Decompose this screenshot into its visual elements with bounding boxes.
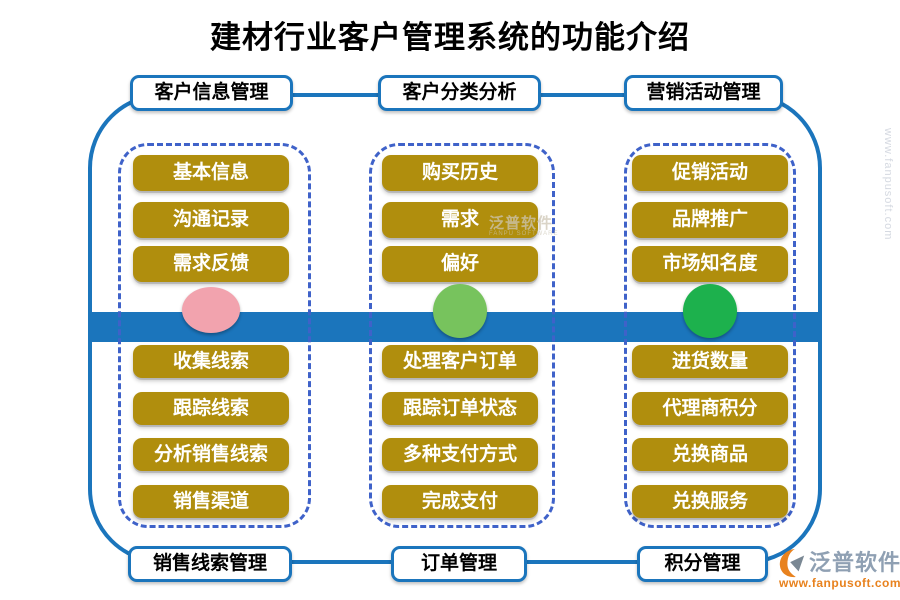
- feature-pill: 进货数量: [632, 345, 788, 378]
- top-label-customer-classification: 客户分类分析: [378, 75, 541, 111]
- feature-pill: 购买历史: [382, 155, 538, 191]
- bottom-label-sales-leads: 销售线索管理: [128, 546, 292, 582]
- feature-pill: 处理客户订单: [382, 345, 538, 378]
- feature-pill: 需求反馈: [133, 246, 289, 282]
- feature-pill: 促销活动: [632, 155, 788, 191]
- feature-pill: 多种支付方式: [382, 438, 538, 471]
- feature-pill: 兑换服务: [632, 485, 788, 518]
- side-watermark: www.fanpusoft.com: [882, 128, 894, 241]
- feature-pill: 完成支付: [382, 485, 538, 518]
- feature-pill: 收集线索: [133, 345, 289, 378]
- bottom-label-points: 积分管理: [637, 546, 768, 582]
- feature-pill: 代理商积分: [632, 392, 788, 425]
- fanpu-logo-url[interactable]: www.fanpusoft.com: [779, 576, 900, 590]
- feature-pill: 市场知名度: [632, 246, 788, 282]
- fanpu-logo[interactable]: 泛普软件 www.fanpusoft.com: [779, 548, 900, 590]
- feature-pill: 销售渠道: [133, 485, 289, 518]
- brand-watermark: 泛普软件 FANPU SOFTWARE: [489, 216, 558, 237]
- fanpu-logo-brand: 泛普软件: [809, 550, 900, 575]
- top-label-customer-info: 客户信息管理: [130, 75, 293, 111]
- dashed-box-customer-classification: [369, 143, 555, 528]
- page-title: 建材行业客户管理系统的功能介绍: [210, 20, 690, 55]
- top-label-marketing: 营销活动管理: [624, 75, 783, 111]
- connector-circle-green: [683, 284, 737, 338]
- feature-pill: 跟踪订单状态: [382, 392, 538, 425]
- fanpu-logo-icon: [779, 548, 807, 578]
- feature-pill: 分析销售线索: [133, 438, 289, 471]
- feature-pill: 品牌推广: [632, 202, 788, 238]
- feature-pill: 兑换商品: [632, 438, 788, 471]
- dashed-box-customer-info: [118, 143, 311, 528]
- brand-watermark-text: 泛普软件: [489, 215, 554, 232]
- dashed-box-marketing: [624, 143, 796, 528]
- connector-circle-pink: [182, 287, 240, 333]
- feature-pill: 需求: [382, 202, 538, 238]
- connector-circle-green-light: [433, 284, 487, 338]
- feature-pill: 偏好: [382, 246, 538, 282]
- bottom-label-orders: 订单管理: [391, 546, 527, 582]
- feature-pill: 沟通记录: [133, 202, 289, 238]
- feature-pill: 跟踪线索: [133, 392, 289, 425]
- brand-watermark-subtext: FANPU SOFTWARE: [489, 231, 559, 237]
- feature-pill: 基本信息: [133, 155, 289, 191]
